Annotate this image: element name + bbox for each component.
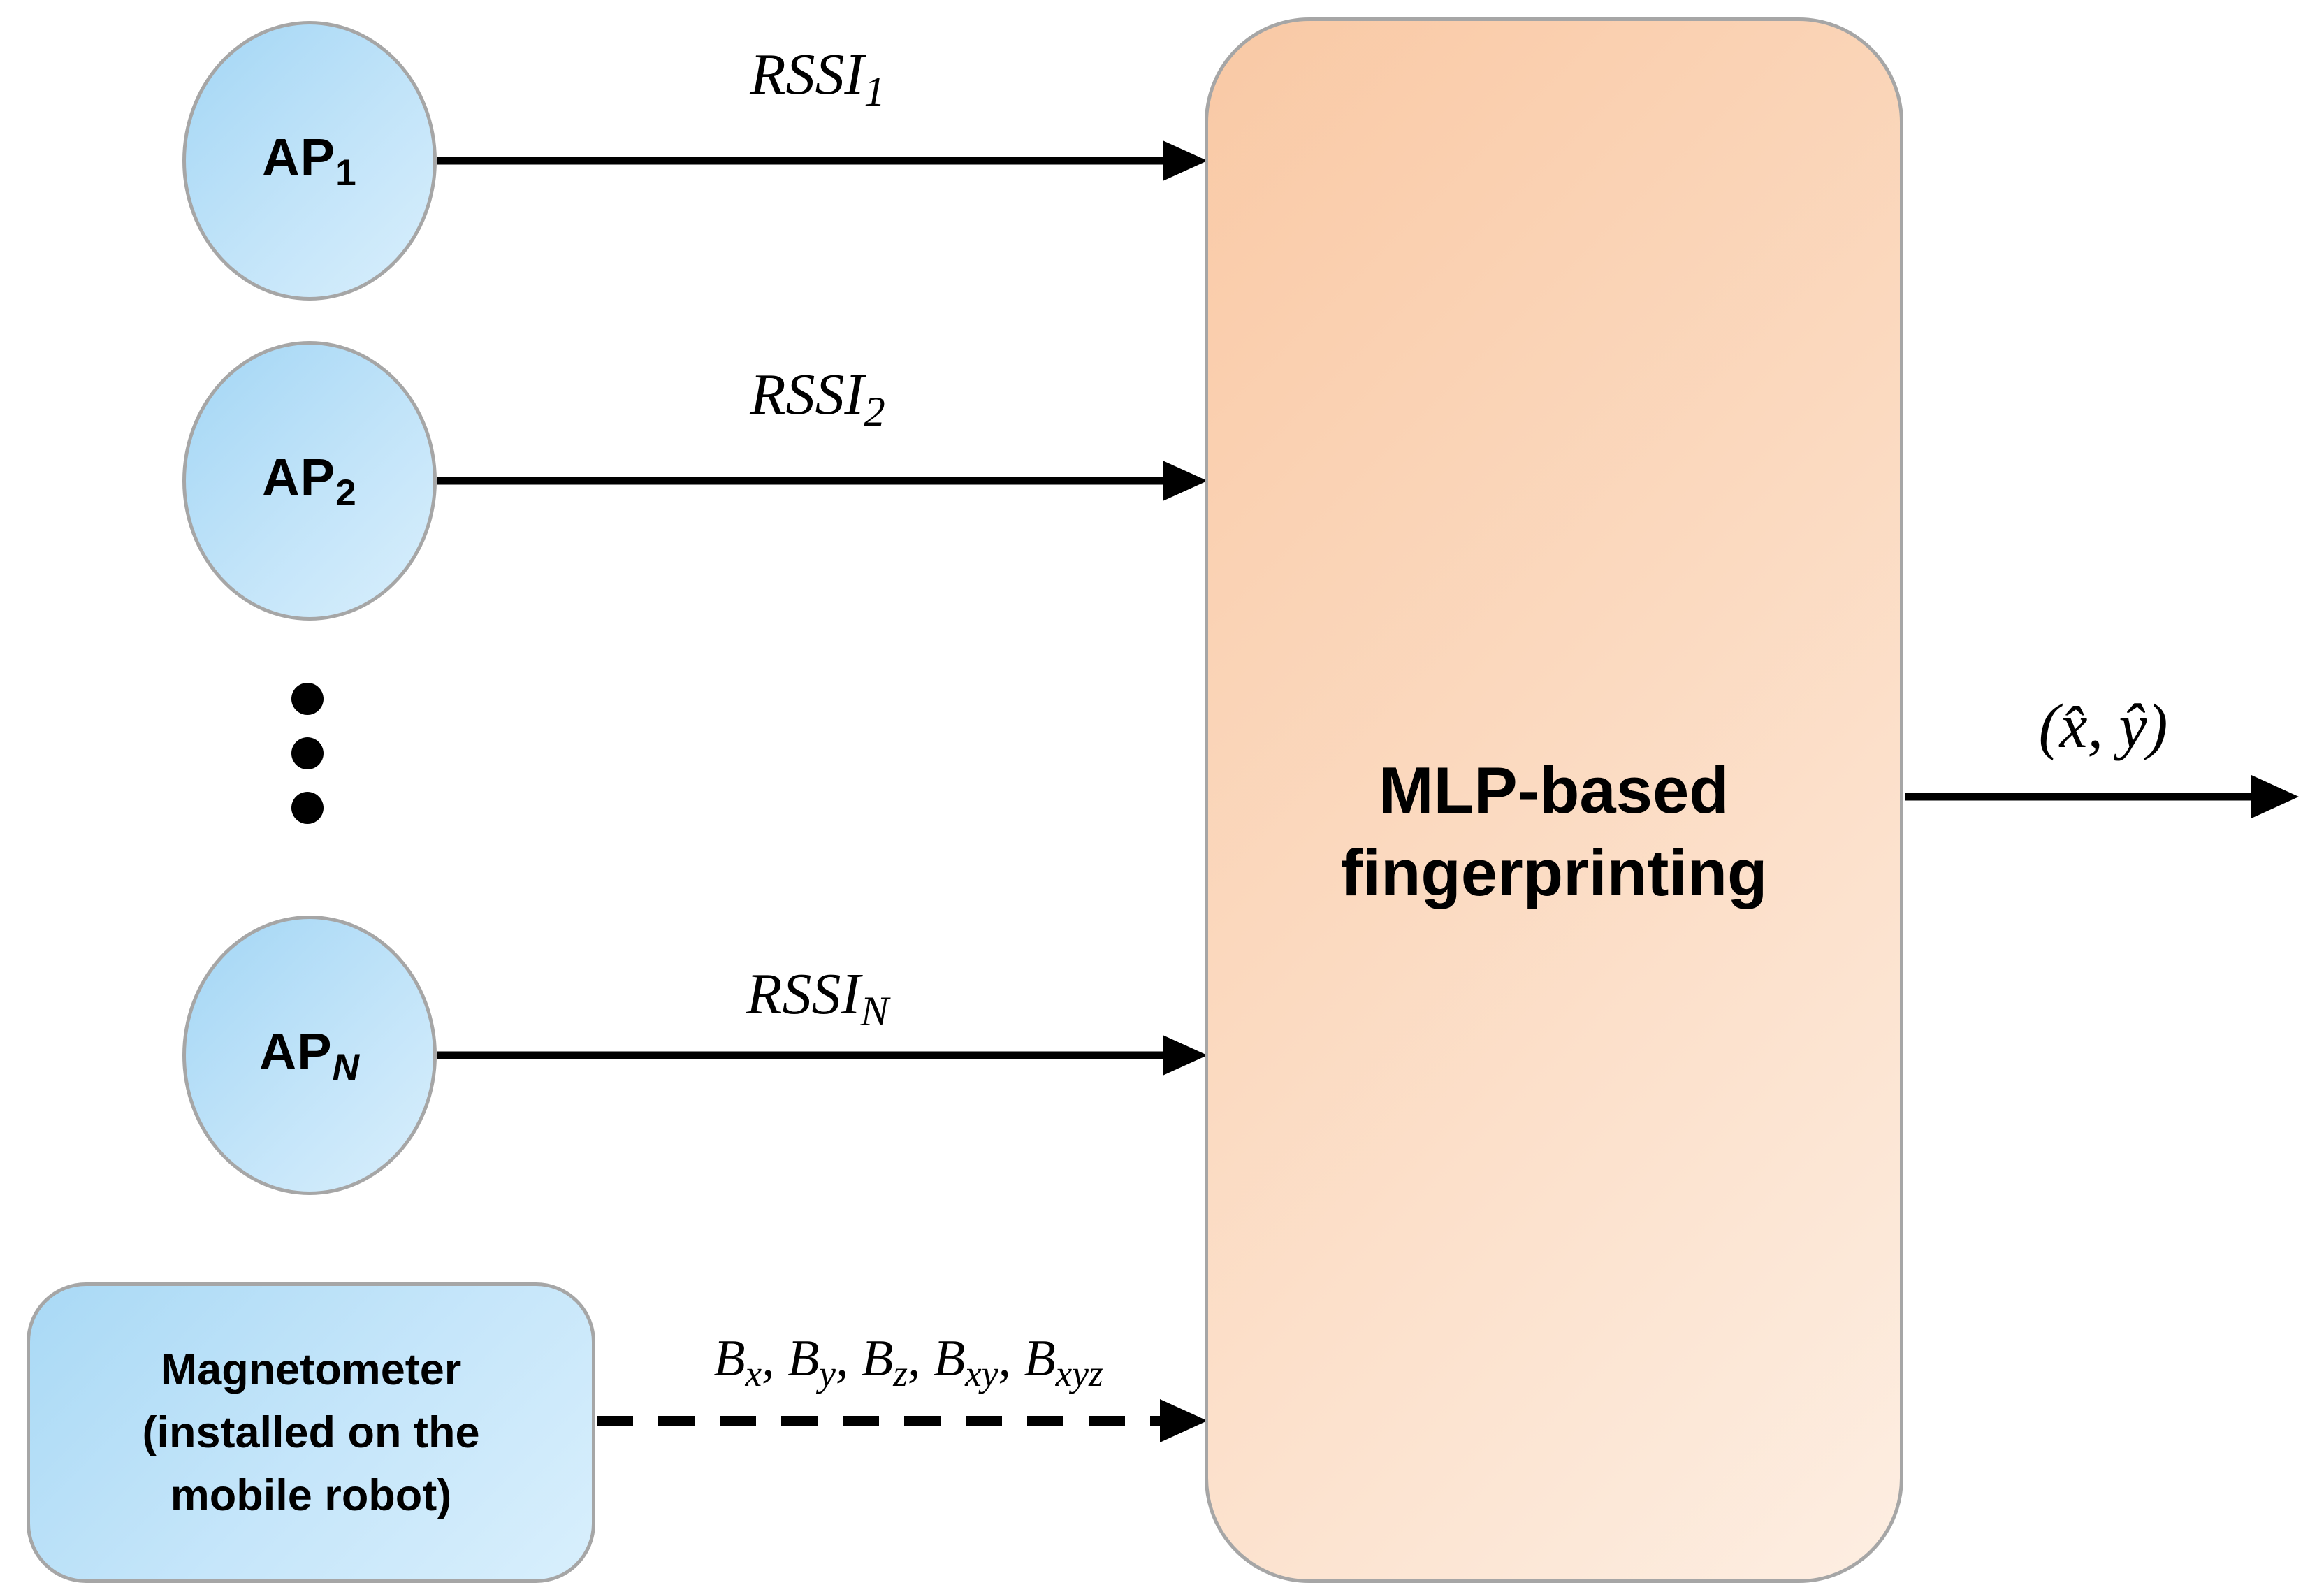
ellipsis-dot (291, 683, 324, 715)
mlp-fingerprinting-box: MLP-based fingerprinting (1205, 17, 1903, 1583)
rssin-arrow (437, 1035, 1207, 1076)
magnetometer-signal-label: Bx, By, Bz, Bxy, Bxyz (615, 1329, 1202, 1395)
output-coordinates-label: (x̂, ŷ) (2038, 692, 2168, 761)
magnetometer-dashed-arrow (597, 1399, 1207, 1442)
magnetometer-line-2: (installed on the (142, 1408, 480, 1457)
ap2-node: AP2 (182, 341, 437, 621)
ap1-node: AP1 (182, 21, 437, 301)
ap1-label: AP1 (262, 128, 357, 194)
magnetometer-box: Magnetometer (installed on the mobile ro… (27, 1282, 595, 1583)
b-component: Bx, (713, 1330, 788, 1394)
rssi1-arrow-label: RSSI1 (750, 42, 885, 115)
mlp-box-title: MLP-based fingerprinting (1341, 749, 1768, 914)
output-arrow (1905, 775, 2299, 818)
rssin-arrow-label: RSSIN (746, 962, 889, 1035)
ellipsis-dot (291, 792, 324, 824)
apn-label: APN (259, 1022, 361, 1088)
b-component: Bz, (862, 1330, 934, 1394)
apn-node: APN (182, 916, 437, 1195)
ellipsis-dot (291, 737, 324, 769)
rssi2-arrow-label: RSSI2 (750, 362, 885, 435)
b-component: Bxyz (1024, 1330, 1103, 1394)
b-component: By, (787, 1330, 862, 1394)
mlp-title-line-2: fingerprinting (1340, 836, 1768, 909)
b-component: Bxy, (933, 1330, 1024, 1394)
rssi1-arrow (437, 140, 1207, 181)
rssi2-arrow (437, 461, 1207, 501)
mlp-title-line-1: MLP-based (1379, 753, 1729, 827)
magnetometer-line-3: mobile robot) (170, 1471, 452, 1520)
magnetometer-line-1: Magnetometer (160, 1345, 462, 1394)
ap2-label: AP2 (262, 448, 357, 514)
